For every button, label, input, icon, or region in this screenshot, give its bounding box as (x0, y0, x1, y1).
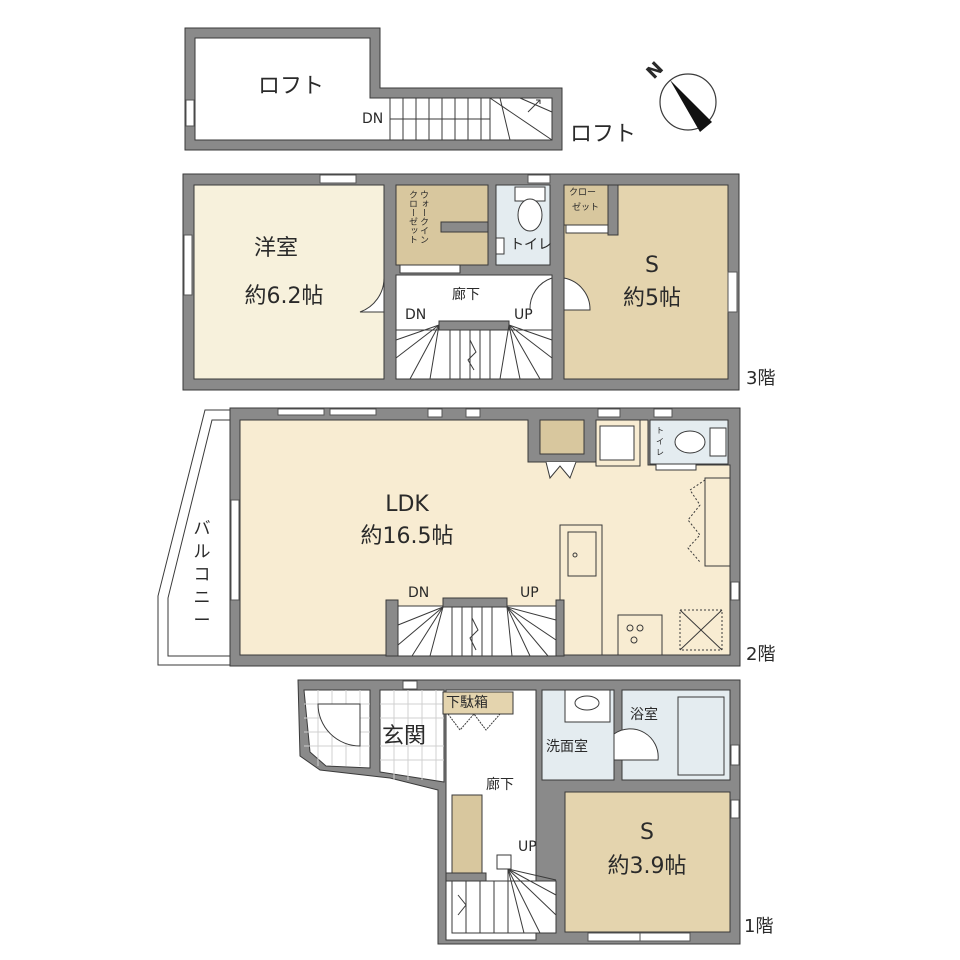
toilet-char: ト (656, 426, 664, 435)
closet-3f (563, 184, 609, 226)
room-s-1f (564, 791, 731, 933)
room-ldk-size: 約16.5帖 (360, 524, 454, 549)
compass-icon (659, 73, 717, 132)
room-s-3f-name: S (645, 253, 659, 278)
room-western (193, 184, 385, 380)
toilet-3f-label: トイレ (510, 237, 552, 253)
floor-3-label: 3階 (746, 368, 776, 389)
room-s-1f-name: S (640, 820, 654, 845)
room-western-size: 約6.2帖 (244, 284, 324, 309)
floor-1-label: 1階 (744, 916, 774, 937)
balcony-label: バ ル コ ニ ー (190, 518, 214, 633)
second-floor (157, 407, 741, 667)
stairs-3f-up-label: UP (514, 307, 533, 323)
entrance-label: 玄関 (382, 724, 427, 749)
third-floor (182, 173, 740, 391)
hall-3f-label: 廊下 (452, 287, 480, 303)
room-s-1f-size: 約3.9帖 (607, 854, 687, 879)
balcony-char: ル (193, 542, 211, 562)
bath-label: 浴室 (630, 707, 658, 723)
closet-3f-label-1: クロー (569, 188, 597, 198)
loft-floor-label: ロフト (570, 122, 637, 147)
room-western-name: 洋室 (253, 236, 299, 261)
shoe-box (442, 691, 514, 715)
room-ldk-name: LDK (385, 492, 429, 517)
balcony-char: ニ (193, 588, 211, 608)
washroom-label: 洗面室 (546, 739, 588, 755)
toilet-2f-label: ト イ レ (656, 425, 664, 458)
closet-3f-label-2: ゼット (572, 203, 600, 213)
floor-2-label: 2階 (746, 644, 776, 665)
loft-stairs (389, 97, 553, 141)
loft-room-label: ロフト (258, 74, 325, 99)
stairs-3f-dn-label: DN (405, 307, 427, 323)
toilet-char: レ (656, 448, 664, 457)
loft-floor (184, 27, 563, 151)
toilet-char: イ (656, 437, 664, 446)
walkin-closet-label-1: ウォークイン (418, 190, 428, 244)
loft-stairs-dn-label: DN (362, 111, 384, 127)
hall-1f-label: 廊下 (486, 777, 514, 793)
balcony-char: コ (193, 565, 211, 585)
stairs-2f-up-label: UP (520, 585, 539, 601)
room-s-3f-size: 約5帖 (623, 286, 681, 311)
balcony-char: ー (193, 611, 211, 631)
walkin-closet-label-2: クローゼット (407, 190, 417, 244)
first-floor (297, 679, 741, 945)
stairs-2f-dn-label: DN (408, 585, 430, 601)
stairs-1f-up-label: UP (518, 839, 537, 855)
shoe-box-label: 下駄箱 (446, 695, 488, 711)
balcony-char: バ (193, 519, 211, 539)
